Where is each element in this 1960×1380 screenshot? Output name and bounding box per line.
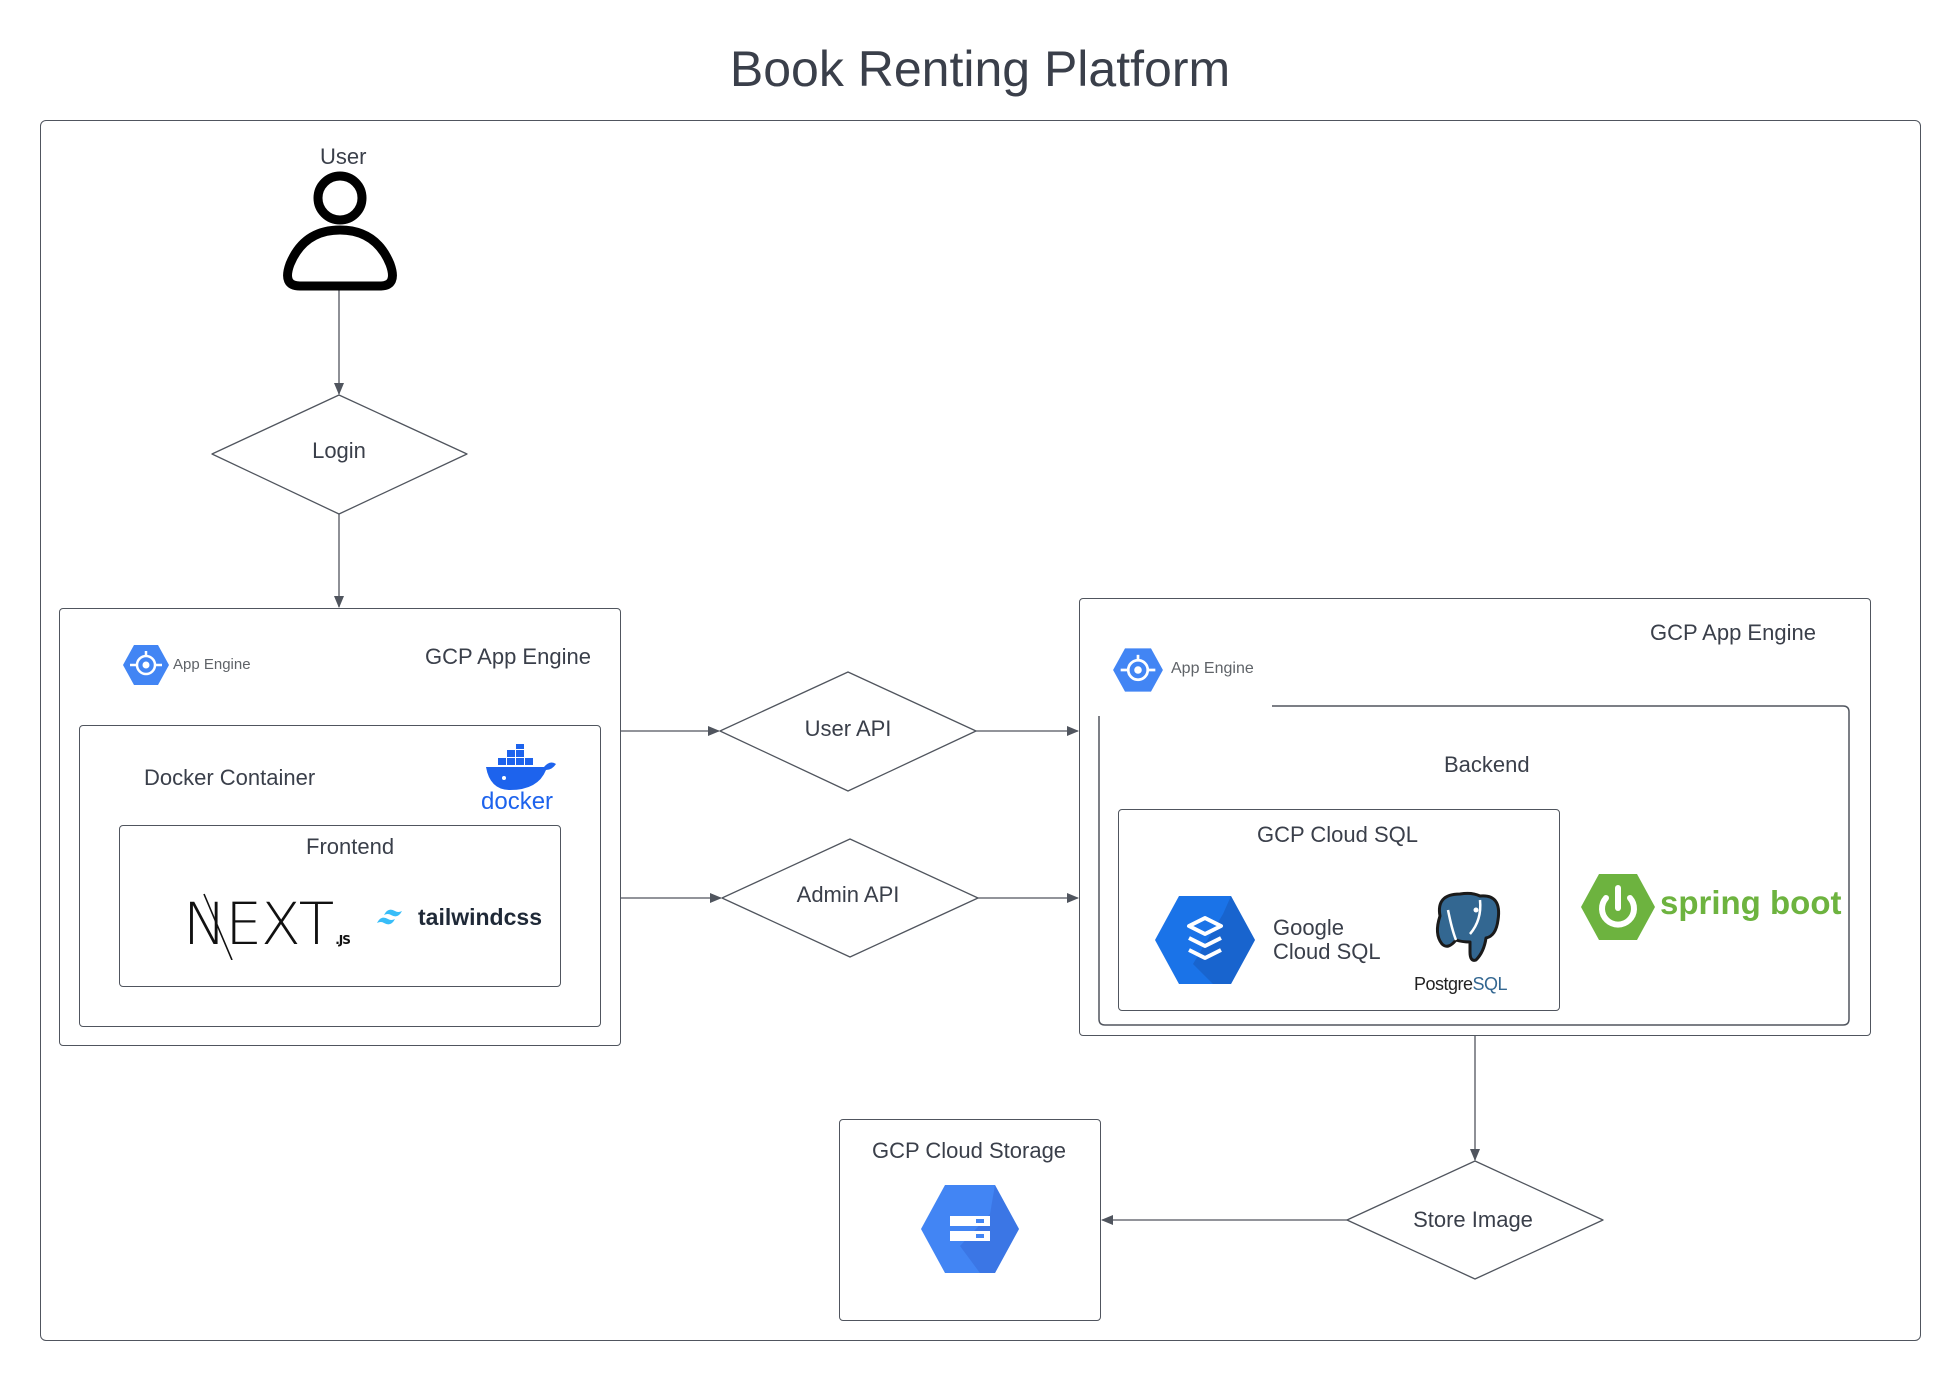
frontend-app-engine-badge: App Engine [173,656,251,673]
nextjs-suffix: .JS [335,933,351,947]
tailwind-wordmark: tailwindcss [418,904,542,930]
login-label: Login [312,438,366,463]
tailwind-icon [377,909,402,925]
store-image-label: Store Image [1413,1207,1533,1232]
cloud-sql-title: GCP Cloud SQL [1257,822,1419,847]
backend-app-engine-badge: App Engine [1171,660,1254,677]
login-diamond [211,394,468,515]
app-engine-icon [123,645,169,685]
postgresql-icon [1435,891,1501,962]
frontend-box [119,825,561,987]
postgresql-wordmark: PostgreSQL [1414,974,1508,995]
postgres-part-b: SQL [1472,974,1508,994]
postgres-part-a: Postgre [1414,974,1473,994]
diagram-title: Book Renting Platform [729,41,1231,97]
frontend-label: Frontend [306,834,395,859]
nextjs-main: NEXT [183,890,334,958]
nextjs-logo: NEXT.JS [183,890,351,958]
backend-app-engine-title: GCP App Engine [1650,620,1816,645]
backend-inner-box [1098,705,1850,1026]
cloud-sql-icon [1155,896,1255,984]
google-cloud-sql-line2: Cloud SQL [1273,939,1381,964]
docker-icon [486,744,556,790]
google-cloud-sql-line1: Google [1273,915,1344,940]
user-label: User [320,144,367,169]
cloud-storage-icon [921,1185,1019,1273]
nextjs-slash [203,893,233,960]
user-api-label: User API [804,716,892,741]
cloud-storage-title: GCP Cloud Storage [872,1138,1067,1163]
store-image-diamond [1346,1160,1604,1280]
admin-api-diamond [721,838,979,958]
spring-boot-wordmark: spring boot [1660,884,1842,921]
spring-boot-icon [1581,874,1655,940]
backend-label: Backend [1444,752,1530,777]
docker-wordmark: docker [481,788,554,815]
docker-container-label: Docker Container [144,765,316,790]
admin-api-label: Admin API [796,882,900,907]
frontend-app-engine-title: GCP App Engine [425,644,591,669]
user-api-diamond [719,671,977,792]
user-icon [283,171,397,291]
app-engine-icon [1113,648,1163,692]
